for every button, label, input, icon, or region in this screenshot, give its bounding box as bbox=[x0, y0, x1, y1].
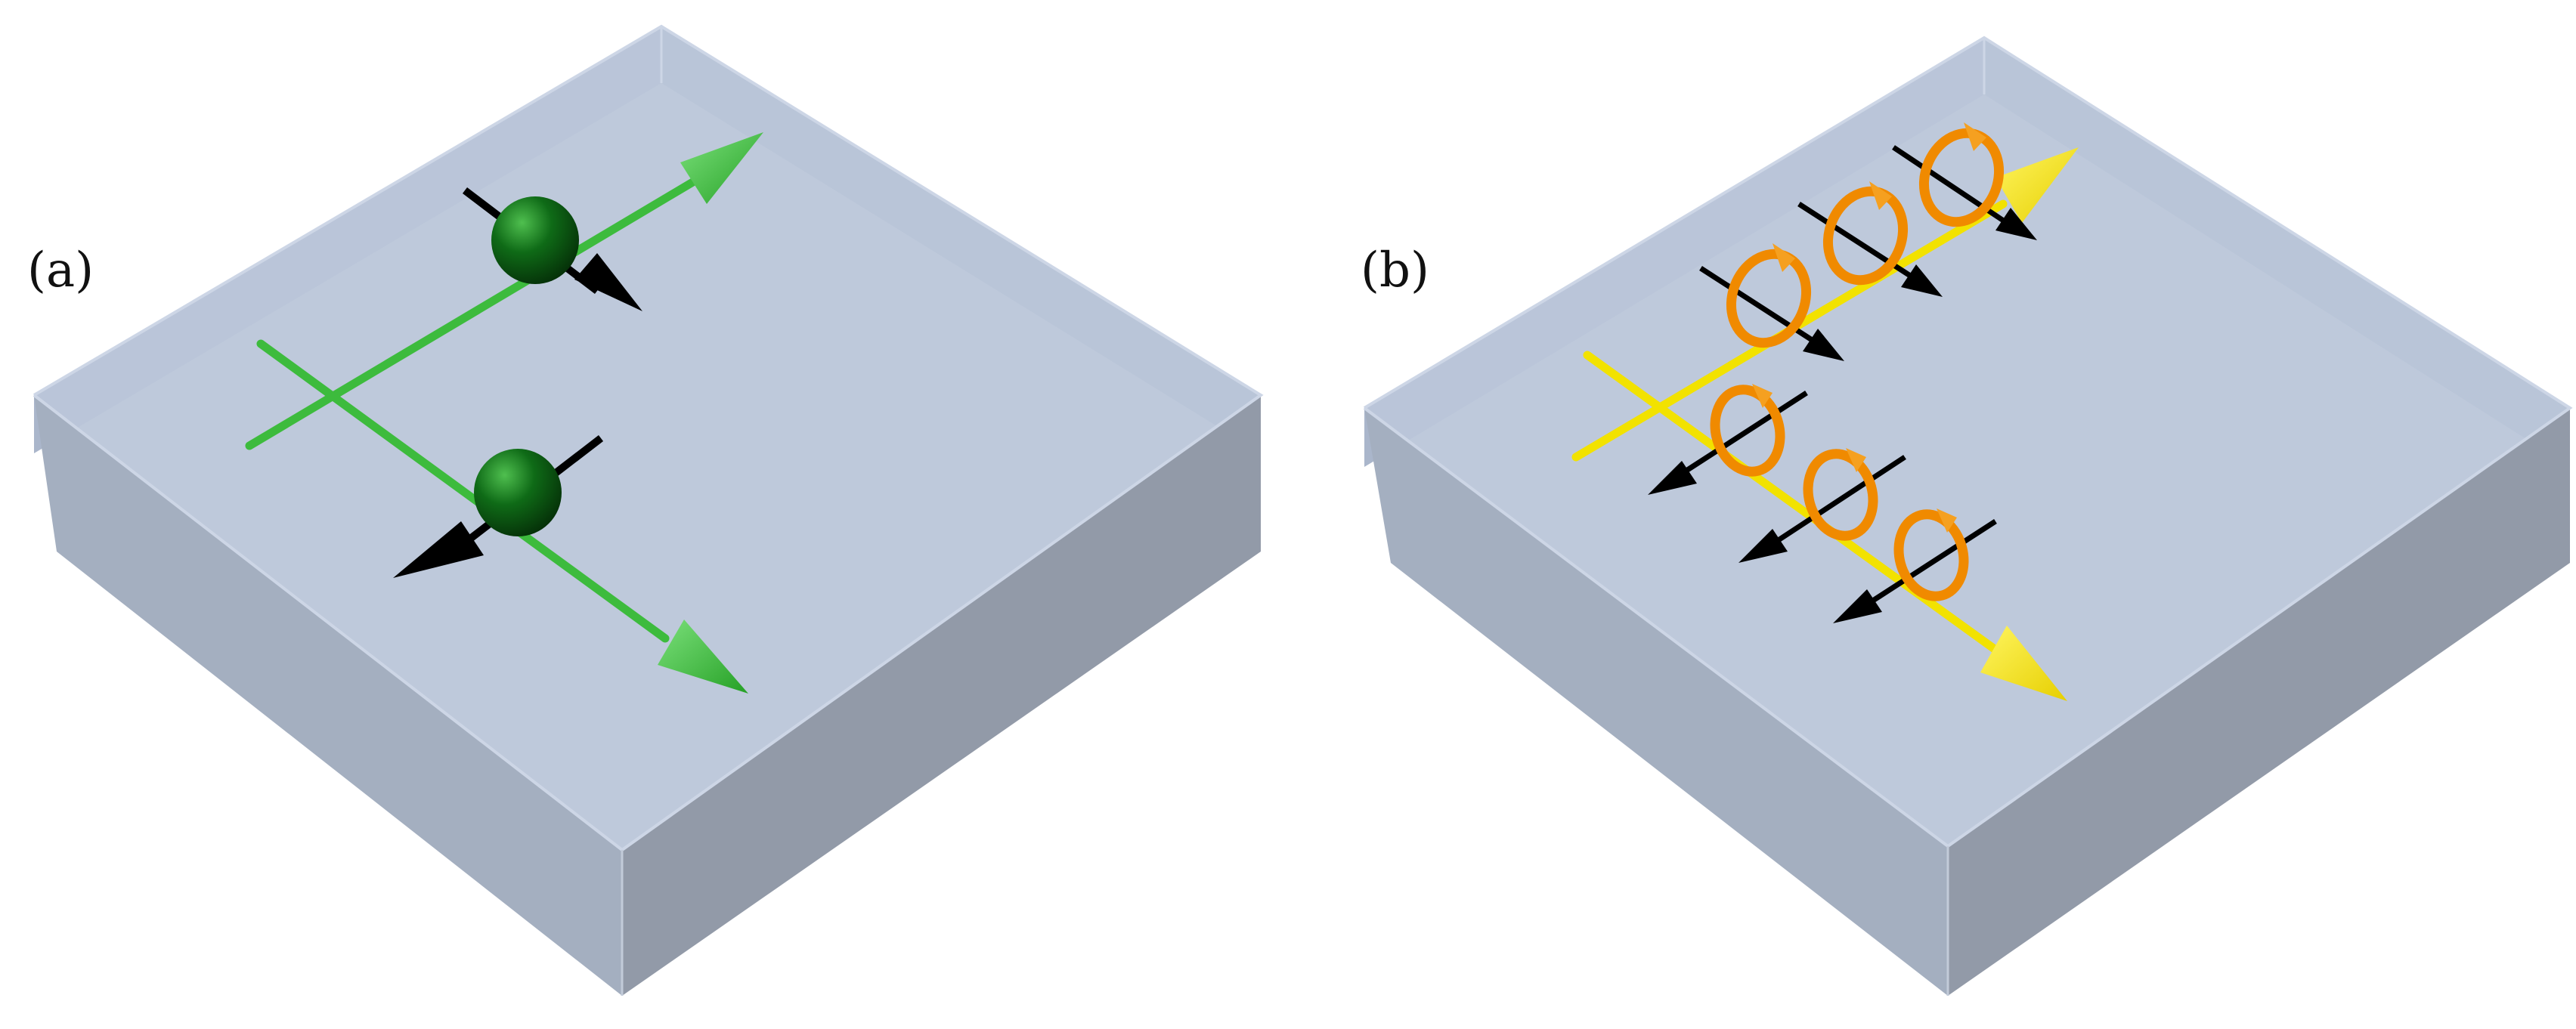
slab-front-left bbox=[34, 395, 622, 996]
sphere-icon bbox=[474, 449, 562, 536]
spin-arrowhead-lower bbox=[393, 521, 484, 578]
panel-label-a: (a) bbox=[27, 243, 94, 298]
slab-b bbox=[1363, 36, 2573, 996]
path-b-upper-arrowhead bbox=[1995, 147, 2079, 223]
sphere-icon bbox=[491, 196, 579, 284]
spin-arrowhead bbox=[1901, 264, 1943, 297]
vortex-upper-1 bbox=[1699, 243, 1844, 361]
ring-cone bbox=[1937, 508, 1957, 533]
slab-a bbox=[33, 24, 1264, 996]
particle-lower bbox=[393, 435, 604, 578]
vortex-upper-2 bbox=[1797, 181, 1943, 297]
ring-icon bbox=[1803, 449, 1878, 541]
ring-cone bbox=[1846, 448, 1866, 472]
path-b-lower bbox=[1583, 351, 2067, 701]
ring-cone bbox=[1752, 384, 1773, 408]
slab-top bbox=[34, 26, 1261, 850]
slab-front-left bbox=[1364, 408, 1948, 996]
spin-arrowhead bbox=[1833, 589, 1882, 623]
path-a-upper-arrowhead bbox=[680, 132, 763, 204]
panel-a bbox=[33, 24, 1264, 996]
slab-edges bbox=[33, 24, 1264, 852]
spin-arrowhead bbox=[1995, 208, 2037, 240]
vortex-upper-3 bbox=[1892, 122, 2037, 240]
path-a-lower bbox=[256, 339, 748, 694]
slab-edges bbox=[1363, 36, 2573, 848]
ring-cone bbox=[1869, 181, 1892, 210]
path-b-lower-arrowhead bbox=[1980, 626, 2067, 701]
ring-cone bbox=[1964, 122, 1986, 151]
spin-arrowhead-upper bbox=[574, 253, 642, 311]
ring-icon bbox=[1893, 509, 1969, 601]
slab-front-right bbox=[622, 395, 1261, 996]
particle-upper bbox=[462, 187, 642, 311]
vortex-lower-3 bbox=[1833, 508, 1997, 623]
slab-front-right bbox=[1948, 408, 2570, 996]
slab-top bbox=[1364, 38, 2570, 846]
path-a-upper bbox=[245, 132, 763, 450]
ring-icon bbox=[1710, 385, 1785, 477]
spin-arrowhead bbox=[1738, 529, 1788, 563]
ring-cone bbox=[1773, 243, 1795, 272]
vortex-lower-1 bbox=[1648, 384, 1808, 495]
panel-label-b: (b) bbox=[1361, 243, 1429, 298]
vortex-lower-2 bbox=[1738, 448, 1906, 563]
path-a-lower-arrowhead bbox=[658, 620, 748, 694]
spin-arrowhead bbox=[1803, 329, 1844, 361]
spin-arrowhead bbox=[1648, 461, 1697, 495]
panel-b bbox=[1363, 36, 2573, 996]
